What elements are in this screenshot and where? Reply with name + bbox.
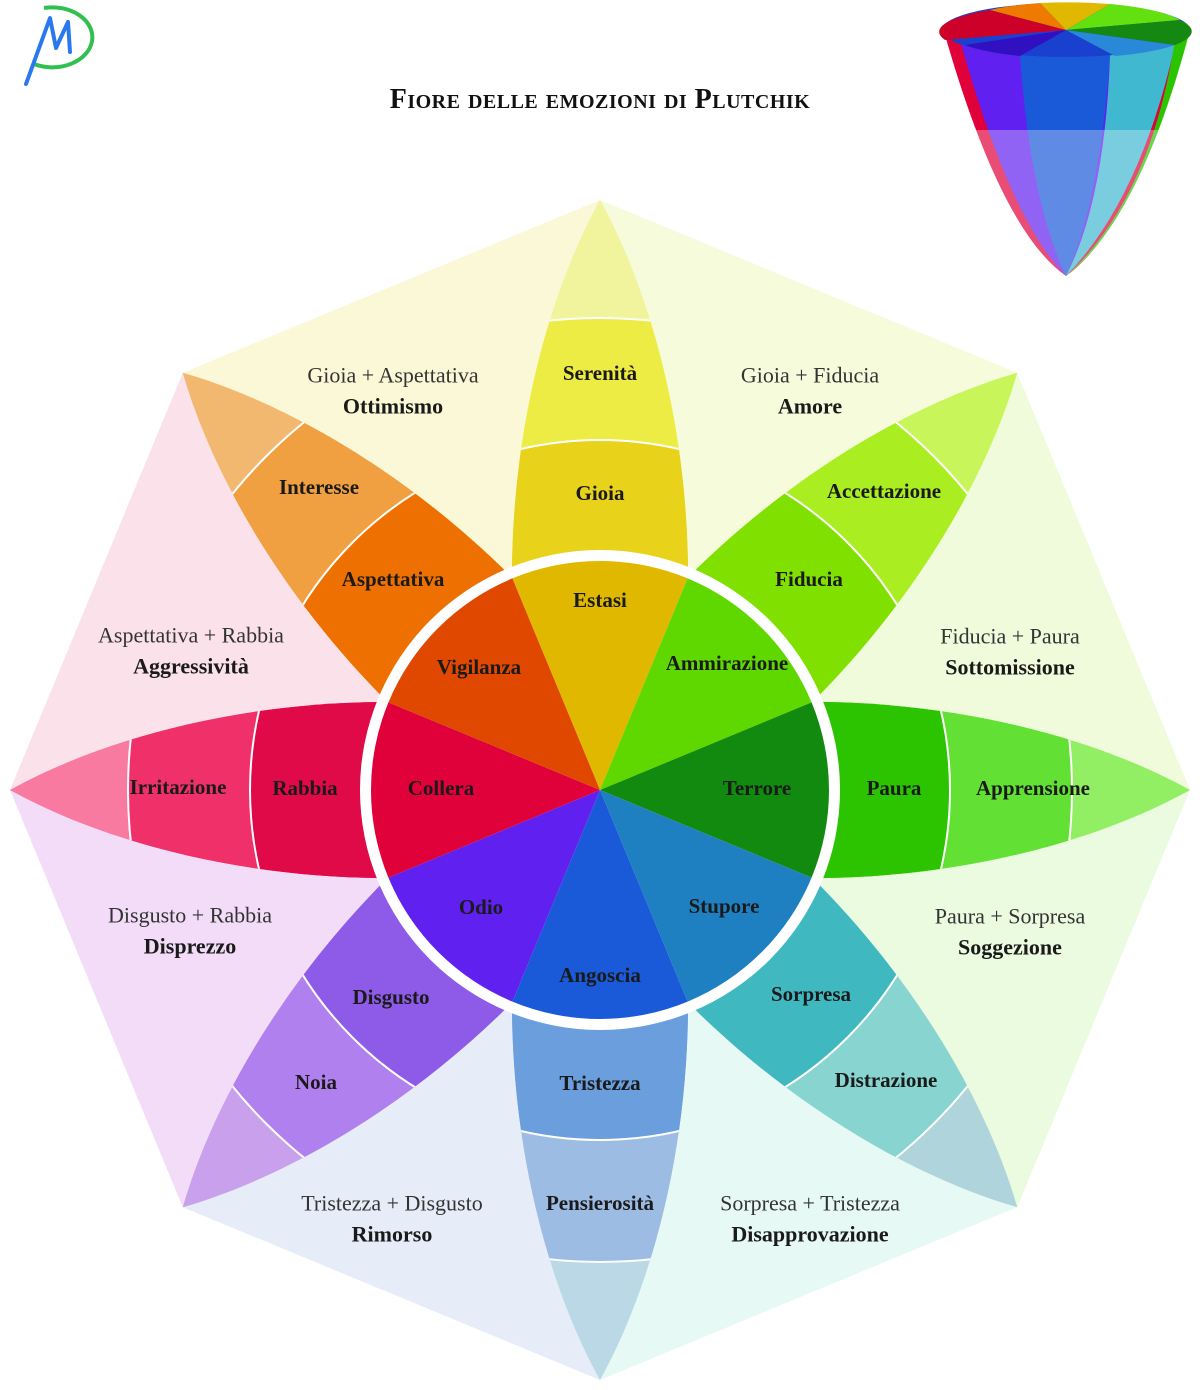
dyad-combination: Paura + Sorpresa [935, 904, 1086, 929]
dyad-combination: Disgusto + Rabbia [108, 903, 272, 928]
petal [511, 200, 689, 590]
petal-middle-band [249, 869, 521, 1141]
emotion-label-inner: Ammirazione [666, 651, 788, 675]
emotion-label-outer: Serenità [563, 361, 638, 385]
dyad-name: Sottomissione [945, 655, 1075, 680]
petal-middle-band [511, 990, 689, 1141]
emotion-label-inner: Terrore [723, 776, 791, 800]
emotion-label-outer: Accettazione [827, 479, 941, 503]
emotion-label-middle: Tristezza [559, 1071, 641, 1095]
emotion-cone-illustration [939, 2, 1192, 280]
petal-middle-band [800, 701, 951, 879]
emotion-label-outer: Apprensione [976, 776, 1090, 800]
petal-middle-band [679, 439, 951, 711]
petal [10, 701, 400, 879]
dyad-name: Rimorso [352, 1222, 433, 1247]
emotion-label-inner: Estasi [573, 588, 627, 612]
emotion-label-middle: Sorpresa [771, 982, 852, 1006]
inner-sector [371, 702, 600, 878]
dyad-combination: Aspettativa + Rabbia [98, 623, 284, 648]
emotion-label-outer: Irritazione [130, 775, 227, 799]
logo [24, 5, 95, 86]
petal-middle-band [249, 701, 400, 879]
petal-middle-band [249, 439, 521, 711]
emotion-label-middle: Rabbia [272, 776, 338, 800]
dyad-name: Disapprovazione [731, 1222, 889, 1247]
emotion-label-middle: Gioia [575, 481, 625, 505]
dyad-name: Soggezione [958, 935, 1062, 960]
dyad-combination: Sorpresa + Tristezza [720, 1191, 900, 1216]
petal-outer-band [127, 701, 400, 879]
page-title: Fiore delle emozioni di Plutchik [389, 84, 811, 115]
emotion-label-middle: Paura [867, 776, 922, 800]
emotion-label-middle: Aspettativa [342, 567, 445, 591]
emotion-label-inner: Angoscia [559, 963, 641, 987]
petal-middle-band [511, 439, 689, 590]
inner-sector [512, 790, 688, 1019]
emotion-label-middle: Fiducia [775, 567, 843, 591]
logo-letter-m [24, 16, 72, 86]
emotion-label-middle: Disgusto [352, 985, 429, 1009]
inner-sector [388, 578, 600, 790]
petal-middle-band [679, 869, 951, 1141]
emotion-label-outer: Pensierosità [546, 1191, 655, 1215]
emotion-label-inner: Vigilanza [437, 655, 522, 679]
inner-sector [512, 560, 688, 790]
petal-outer-band [511, 317, 689, 590]
inner-sector [388, 790, 600, 1002]
emotion-label-inner: Collera [408, 776, 475, 800]
inner-sector [600, 702, 830, 878]
logo-ring [33, 5, 95, 70]
dyad-name: Aggressività [133, 654, 249, 679]
dyad-combination: Fiducia + Paura [940, 624, 1080, 649]
emotion-label-outer: Interesse [279, 475, 359, 499]
dyad-name: Ottimismo [343, 394, 443, 419]
dyad-combination: Gioia + Aspettativa [307, 363, 478, 388]
dyad-combination: Tristezza + Disgusto [301, 1191, 482, 1216]
dyad-name: Amore [778, 394, 843, 419]
petal [800, 701, 1190, 879]
emotion-label-inner: Stupore [689, 894, 760, 918]
emotion-label-outer: Distrazione [835, 1068, 938, 1092]
petal [511, 990, 689, 1380]
inner-sector [600, 578, 812, 790]
dyad-combination: Gioia + Fiducia [741, 363, 880, 388]
petal-outer-band [800, 701, 1073, 879]
emotion-label-inner: Odio [459, 895, 503, 919]
emotion-label-outer: Noia [295, 1070, 338, 1094]
inner-sector [600, 790, 812, 1002]
petal-outer-band [511, 990, 689, 1263]
dyad-name: Disprezzo [144, 934, 236, 959]
